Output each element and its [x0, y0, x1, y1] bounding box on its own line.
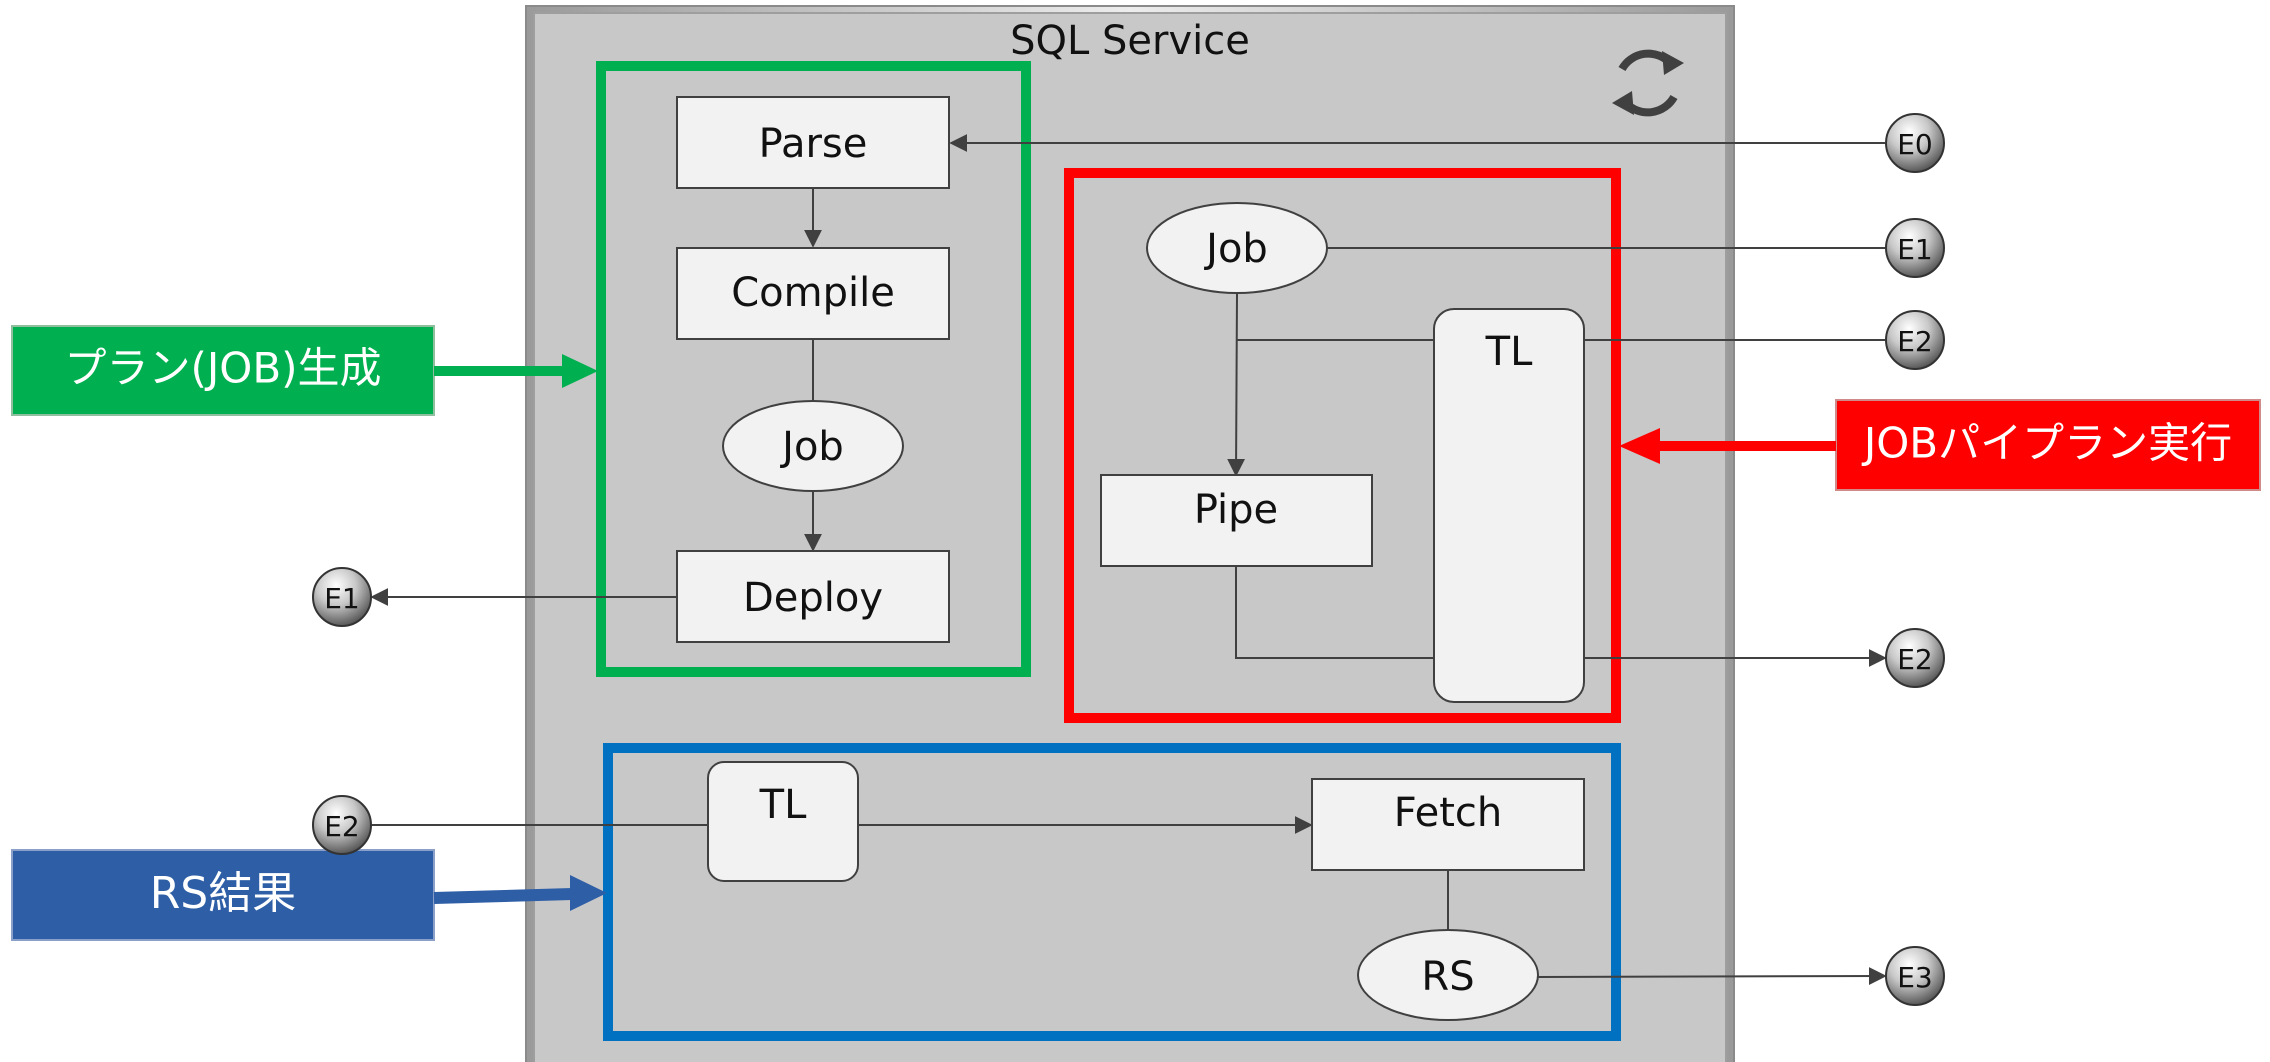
node-parse: Parse — [676, 96, 950, 189]
node-tl-exec: TL — [1433, 308, 1585, 703]
node-tl-rs: TL — [707, 761, 859, 882]
svg-text:TL: TL — [759, 782, 807, 828]
svg-text:E0: E0 — [1897, 128, 1933, 161]
exec-group-frame — [1064, 168, 1621, 723]
plan-group-frame — [596, 61, 1031, 677]
svg-text:E1: E1 — [324, 582, 360, 615]
refresh-icon — [1612, 49, 1684, 117]
service-title: SQL Service — [1010, 18, 1250, 64]
endpoint-e2-out: E2 — [1885, 628, 1945, 688]
svg-text:E3: E3 — [1897, 961, 1933, 994]
node-pipe: Pipe — [1100, 474, 1373, 567]
connectors — [370, 134, 1887, 986]
svg-text:JOBパイプラン実行: JOBパイプラン実行 — [1861, 419, 2232, 468]
endpoint-e2-rs-in: E2 — [312, 795, 372, 855]
svg-text:Job: Job — [1203, 226, 1268, 272]
svg-text:プラン(JOB)生成: プラン(JOB)生成 — [64, 344, 381, 393]
endpoint-e2-in: E2 — [1885, 310, 1945, 370]
svg-text:Fetch: Fetch — [1394, 790, 1502, 836]
svg-text:Job: Job — [779, 424, 844, 470]
node-job-plan: Job — [722, 400, 904, 492]
node-deploy: Deploy — [676, 550, 950, 643]
edge-pipe-tl — [1235, 567, 1434, 659]
svg-text:Compile: Compile — [731, 270, 895, 316]
callout-rs: RS結果 — [11, 849, 607, 941]
svg-text:TL: TL — [1485, 329, 1533, 375]
svg-text:E1: E1 — [1897, 233, 1933, 266]
edge-rs-e3 — [1537, 967, 1887, 986]
callout-exec: JOBパイプラン実行 — [1619, 399, 2261, 491]
endpoint-e1-in: E1 — [1885, 218, 1945, 278]
endpoint-e1-out: E1 — [312, 567, 372, 627]
svg-text:RS: RS — [1421, 954, 1474, 1000]
svg-text:E2: E2 — [324, 810, 360, 843]
node-rs: RS — [1357, 929, 1539, 1021]
svg-text:RS結果: RS結果 — [150, 868, 297, 919]
node-compile: Compile — [676, 247, 950, 340]
svg-text:Pipe: Pipe — [1194, 487, 1278, 533]
node-job-exec: Job — [1146, 202, 1328, 294]
svg-text:E2: E2 — [1897, 325, 1933, 358]
node-fetch: Fetch — [1311, 778, 1585, 871]
svg-text:E2: E2 — [1897, 643, 1933, 676]
callout-plan: プラン(JOB)生成 — [11, 325, 598, 416]
svg-text:Deploy: Deploy — [743, 575, 883, 621]
endpoint-e3-out: E3 — [1885, 946, 1945, 1006]
rs-group-frame — [603, 743, 1621, 1041]
edge-job-pipe — [1227, 293, 1246, 477]
svg-text:Parse: Parse — [759, 121, 868, 167]
endpoint-e0: E0 — [1885, 113, 1945, 173]
